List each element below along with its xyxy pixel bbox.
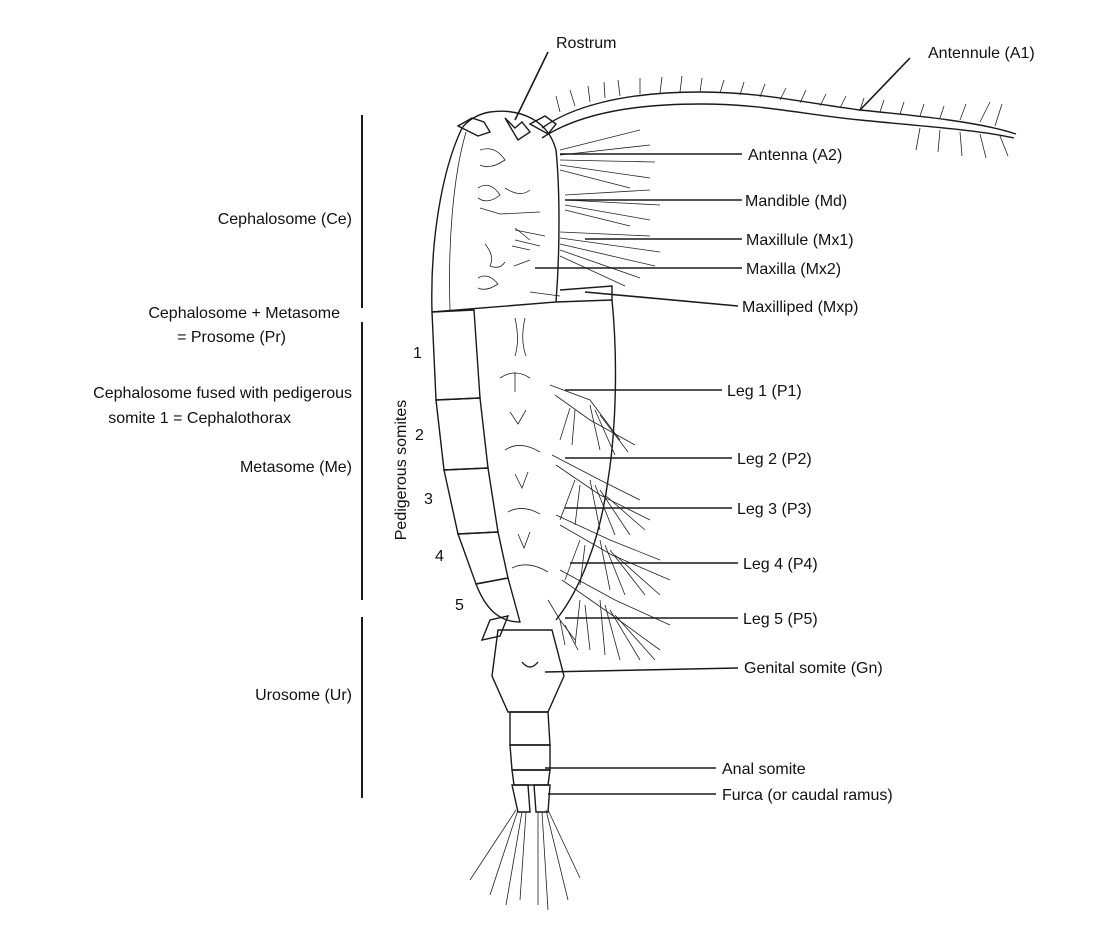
rostrum-leader <box>514 51 549 121</box>
maxilliped-label: Maxilliped (Mxp) <box>742 299 858 316</box>
leg4-label: Leg 4 (P4) <box>743 556 818 573</box>
leg1-label: Leg 1 (P1) <box>727 383 802 400</box>
leg5-label: Leg 5 (P5) <box>743 611 818 628</box>
metasome-right-contour <box>555 299 617 621</box>
caudal-setae <box>469 809 581 911</box>
cephalothorax-label-line2: somite 1 = Cephalothorax <box>108 410 291 427</box>
mouthpart-setae <box>511 129 661 287</box>
genital-somite <box>491 629 565 713</box>
urosomite-3 <box>509 744 551 771</box>
leg2-label: Leg 2 (P2) <box>737 451 812 468</box>
maxilliped-plate <box>559 285 613 300</box>
rostrum-right-knob <box>528 115 558 135</box>
urosome-label: Urosome (Ur) <box>255 687 352 704</box>
furca-left <box>511 784 531 813</box>
antenna-label: Antenna (A2) <box>748 147 842 164</box>
cephalosome-ridge <box>449 131 467 311</box>
cephalosome-outline <box>431 110 560 313</box>
urosomite-2 <box>509 711 551 746</box>
furca-right <box>533 784 551 813</box>
leg5-left-stub <box>480 615 510 641</box>
pedigerous-somite-2 <box>435 397 489 471</box>
prosome-label-line1: Cephalosome + Metasome <box>148 305 340 322</box>
pedigerous-somite-4 <box>457 531 509 585</box>
mandible-label: Mandible (Md) <box>745 193 847 210</box>
swimming-legs <box>547 384 671 661</box>
furca-label: Furca (or caudal ramus) <box>722 787 893 804</box>
antennule-setae <box>555 75 1009 159</box>
antennule-shaft <box>541 91 1017 135</box>
rostrum-tip <box>504 117 532 141</box>
maxilla-label: Maxilla (Mx2) <box>746 261 841 278</box>
maxilliped-leader <box>584 291 739 307</box>
pedigerous-somite-1 <box>431 309 481 401</box>
pedigerous-somite-3 <box>443 467 499 535</box>
labrum <box>514 317 527 357</box>
genital-leader <box>544 667 739 673</box>
somite-number-3: 3 <box>424 491 433 508</box>
rostrum-left-knob <box>456 117 492 137</box>
antennule-leader <box>859 57 911 111</box>
somite-number-4: 4 <box>435 548 444 565</box>
prosome-label-line2: = Prosome (Pr) <box>177 329 286 346</box>
copepod-body <box>431 75 1017 911</box>
leader-lines <box>514 51 911 795</box>
cephalosome-label: Cephalosome (Ce) <box>218 211 352 228</box>
somite-number-2: 2 <box>415 427 424 444</box>
cephalothorax-label-line1: Cephalosome fused with pedigerous <box>93 385 352 402</box>
pedigerous-somites-label: Pedigerous somites <box>393 400 410 541</box>
metasome-label: Metasome (Me) <box>240 459 352 476</box>
anal-somite-label: Anal somite <box>722 761 806 778</box>
genital-pore <box>521 661 539 668</box>
rostrum-label: Rostrum <box>556 35 616 52</box>
pedigerous-somite-5 <box>475 577 521 623</box>
leg3-label: Leg 3 (P3) <box>737 501 812 518</box>
genital-somite-label: Genital somite (Gn) <box>744 660 883 677</box>
antennule-shaft-inner <box>541 103 1015 139</box>
antennule-label: Antennule (A1) <box>928 45 1035 62</box>
somite-number-5: 5 <box>455 597 464 614</box>
maxillule-label: Maxillule (Mx1) <box>746 232 854 249</box>
somite-number-1: 1 <box>413 345 422 362</box>
anal-somite-shape <box>511 769 551 786</box>
